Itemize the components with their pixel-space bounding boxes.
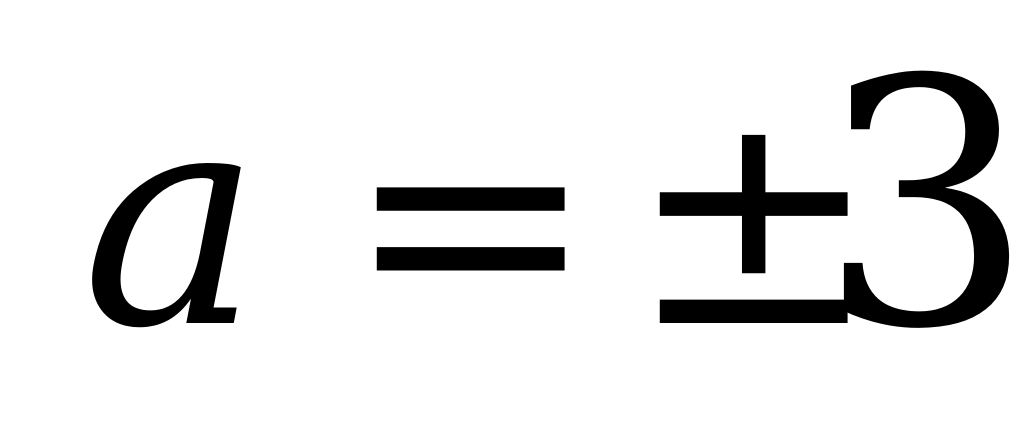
equals-sign: = <box>345 45 597 394</box>
value-three: 3 <box>818 8 1024 404</box>
variable-a: a <box>82 45 261 394</box>
plus-minus-sign: ± <box>628 45 880 394</box>
